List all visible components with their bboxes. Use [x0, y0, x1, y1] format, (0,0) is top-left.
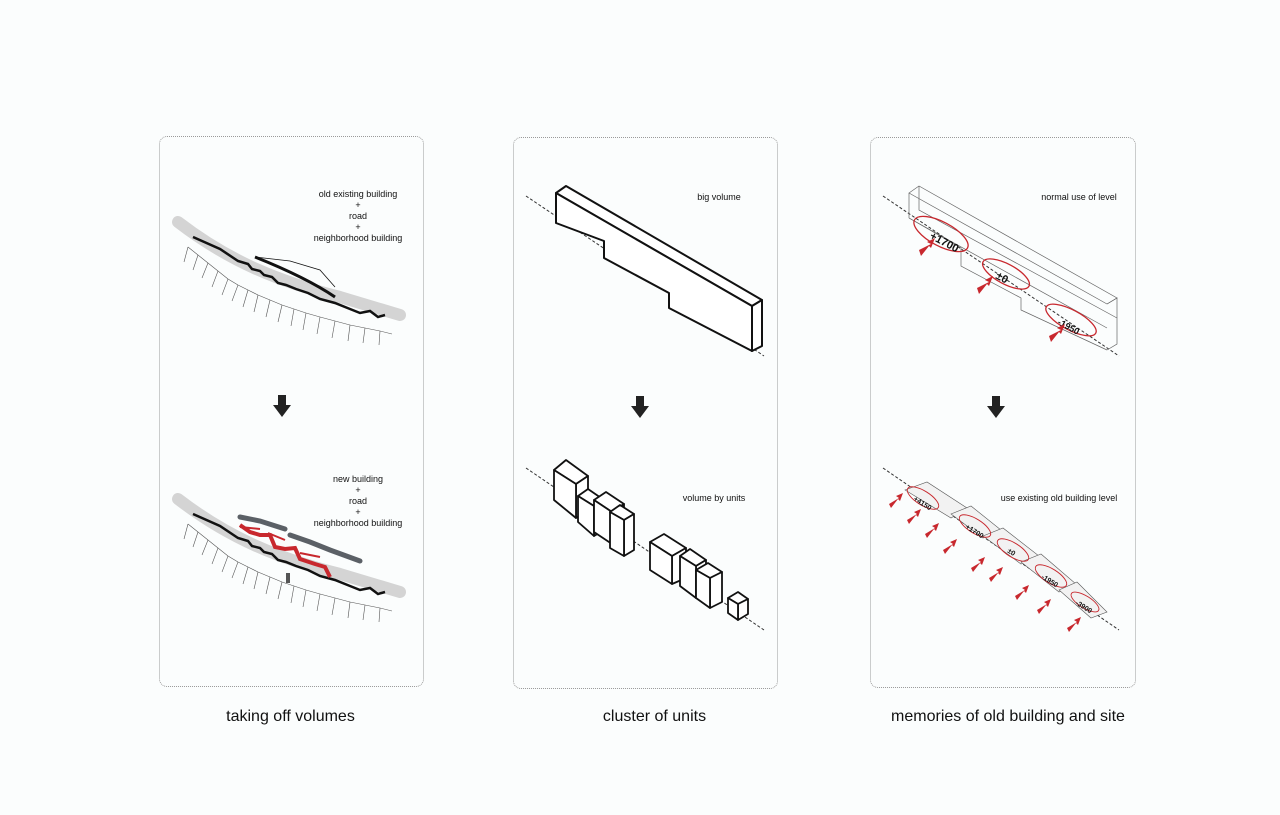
street-edge [192, 235, 386, 319]
big-volume [555, 185, 763, 352]
entry-arrow-icon [889, 493, 903, 508]
entry-arrow-icon [1015, 585, 1029, 600]
ground-line [882, 195, 1120, 357]
entry-arrow-icon [943, 539, 957, 554]
diagram-memories: +1700 ±0 -1950 +4150 +1700 ±0 -1950 [882, 185, 1120, 632]
site-plan-new [172, 493, 406, 623]
entry-arrows [919, 238, 1065, 342]
bottom-note: new building + road + neighborhood build… [313, 474, 403, 528]
down-arrow-icon [273, 395, 291, 417]
new-roof [237, 514, 363, 564]
top-note: big volume [697, 192, 741, 202]
entry-arrows [889, 493, 1081, 632]
caption-memories: memories of old building and site [891, 708, 1125, 725]
neighborhood-buildings [183, 523, 393, 623]
level-loops [906, 486, 1100, 613]
entry-arrow-icon [989, 567, 1003, 582]
panel-memories: +1700 ±0 -1950 +4150 +1700 ±0 -1950 [870, 137, 1136, 688]
entry-arrow-icon [907, 509, 921, 524]
diagram-cluster-of-units [525, 185, 765, 631]
entry-arrow-icon [971, 557, 985, 572]
entry-arrow-icon [977, 276, 993, 294]
bottom-note: use existing old building level [1000, 493, 1118, 503]
old-existing-building [254, 255, 336, 299]
top-note: old existing building + road + neighborh… [313, 189, 403, 243]
street-edge [192, 512, 386, 596]
unit [649, 533, 687, 585]
unit [609, 504, 635, 557]
caption-taking-off-volumes: taking off volumes [226, 708, 355, 725]
neighborhood-buildings [183, 246, 393, 346]
entry-arrow-icon [919, 238, 935, 256]
entry-arrow-icon [1037, 599, 1051, 614]
level-label: ±0 [994, 270, 1010, 286]
unit [727, 591, 749, 621]
down-arrow-icon [631, 396, 649, 418]
volume-units [553, 459, 749, 621]
panel-taking-off-volumes: old existing building + road + neighborh… [159, 136, 424, 687]
new-building [238, 523, 332, 578]
down-arrow-icon [987, 396, 1005, 418]
bottom-note: volume by units [682, 493, 746, 503]
top-note: normal use of level [1041, 192, 1117, 202]
entry-arrow-icon [925, 523, 939, 538]
entry-arrow-icon [1067, 617, 1081, 632]
level-label: ±0 [1006, 548, 1016, 558]
level-loops [913, 215, 1097, 337]
panel-cluster-of-units: big volume volume by units [513, 137, 778, 689]
old-building-levels [904, 481, 1108, 619]
diagram-taking-off-volumes [172, 216, 406, 623]
wireframe-volume [908, 185, 1118, 351]
site-plan-existing [172, 216, 406, 346]
caption-cluster-of-units: cluster of units [602, 708, 707, 725]
entry-arrow-icon [1049, 324, 1065, 342]
unit [695, 562, 723, 609]
